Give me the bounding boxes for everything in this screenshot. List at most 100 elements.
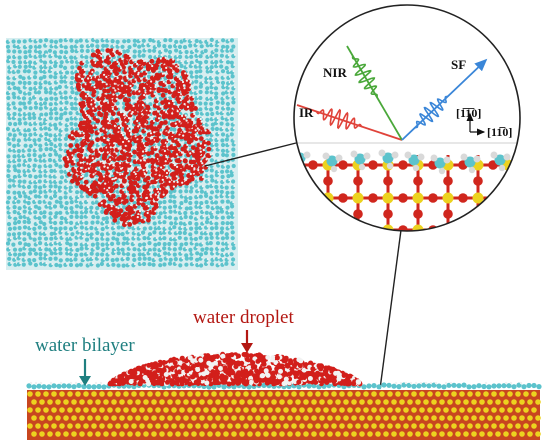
water-molecule <box>115 220 120 225</box>
hydrogen-atom <box>77 130 80 133</box>
water-molecule <box>69 80 74 86</box>
water-molecule <box>116 263 121 268</box>
hydrogen-atom <box>123 257 126 260</box>
slab-atom <box>307 391 313 397</box>
oxygen-atom <box>503 176 513 186</box>
slab-atom <box>135 399 141 405</box>
water-molecule <box>229 60 234 65</box>
slab-atom <box>43 391 49 397</box>
hydrogen-atom <box>82 220 85 223</box>
water-molecule <box>48 211 53 216</box>
slab-atom <box>267 391 273 397</box>
water-molecule <box>137 49 142 54</box>
hydrogen-atom <box>165 187 168 190</box>
hydrogen-atom <box>56 80 59 83</box>
hydrogen-atom <box>221 257 224 260</box>
water-molecule <box>132 54 137 59</box>
hydrogen-atom <box>55 168 58 171</box>
water-molecule <box>142 118 147 123</box>
hydrogen-atom <box>25 169 28 171</box>
hydrogen-atom <box>111 178 114 181</box>
hydrogen-atom <box>134 263 136 266</box>
water-molecule <box>120 44 125 49</box>
water-molecule <box>157 241 162 246</box>
water-molecule <box>59 175 64 180</box>
hydrogen-atom <box>170 54 173 57</box>
water-molecule <box>79 246 84 251</box>
water-molecule <box>89 205 94 210</box>
hydrogen-atom <box>36 242 39 245</box>
water-molecule <box>73 242 78 247</box>
hydrogen-atom <box>36 215 39 218</box>
water-molecule <box>16 199 21 204</box>
water-molecule <box>28 60 33 65</box>
slab-atom <box>59 391 65 397</box>
hydrogen-atom <box>142 169 145 172</box>
slab-atom <box>99 391 105 397</box>
water-molecule <box>220 142 226 148</box>
hydrogen-atom <box>132 104 135 108</box>
hydrogen-atom <box>45 183 48 186</box>
hydrogen-atom <box>70 171 73 174</box>
water-molecule <box>69 200 74 205</box>
water-molecule <box>131 95 136 100</box>
water-molecule <box>68 185 73 190</box>
water-molecule <box>195 251 200 256</box>
hydrogen-atom <box>55 174 58 177</box>
hydrogen-atom <box>228 48 230 51</box>
water-molecule <box>21 262 26 267</box>
hydrogen-atom <box>191 90 194 93</box>
hydrogen-atom <box>216 121 219 123</box>
water-molecule <box>122 236 127 241</box>
hydrogen-atom <box>19 95 22 98</box>
oxygen-atom <box>323 241 333 251</box>
water-molecule <box>221 38 226 43</box>
water-molecule <box>100 209 105 214</box>
water-molecule <box>70 65 75 70</box>
hydrogen-atom <box>168 102 171 105</box>
water-molecule <box>142 242 147 247</box>
slab-atom <box>287 399 293 405</box>
water-molecule <box>59 79 64 84</box>
water-molecule <box>132 257 137 262</box>
hydrogen-atom <box>51 122 54 125</box>
water-molecule <box>122 84 128 90</box>
hydrogen-atom <box>153 131 156 134</box>
hydrogen-atom <box>171 99 175 103</box>
direction-label-vertical: [1̅1̅0] <box>456 106 481 120</box>
water-molecule <box>17 158 22 163</box>
hydrogen-atom <box>211 184 214 186</box>
water-molecule <box>230 194 235 200</box>
hydrogen-atom <box>112 50 115 53</box>
hydrogen-atom <box>120 50 123 54</box>
water-molecule <box>198 74 203 79</box>
lattice-atom <box>442 192 454 204</box>
lattice-atom <box>412 192 424 204</box>
hydrogen-atom <box>45 256 48 259</box>
water-molecule <box>57 84 63 90</box>
water-molecule <box>158 96 163 101</box>
water-molecule <box>90 242 95 247</box>
water-molecule <box>141 38 146 43</box>
water-molecule <box>194 230 199 235</box>
hydrogen-atom <box>76 69 79 72</box>
hydrogen-atom <box>197 204 199 207</box>
hydrogen-atom <box>87 246 90 248</box>
water-molecule <box>32 163 37 168</box>
water-molecule <box>26 232 31 237</box>
water-molecule <box>6 154 11 159</box>
hydrogen-atom <box>227 257 230 260</box>
hydrogen-atom <box>233 122 236 125</box>
hydrogen-atom <box>97 256 100 259</box>
hydrogen-atom <box>10 214 13 217</box>
hydrogen-atom <box>93 247 96 250</box>
water-molecule <box>22 237 27 242</box>
hydrogen-atom <box>175 43 178 46</box>
hydrogen-atom <box>108 246 111 248</box>
water-molecule <box>37 90 42 95</box>
hydrogen-atom <box>438 167 446 175</box>
slab-atom <box>347 391 353 397</box>
water-molecule <box>123 216 129 222</box>
hydrogen-atom <box>93 37 96 40</box>
hydrogen-atom <box>112 59 115 61</box>
